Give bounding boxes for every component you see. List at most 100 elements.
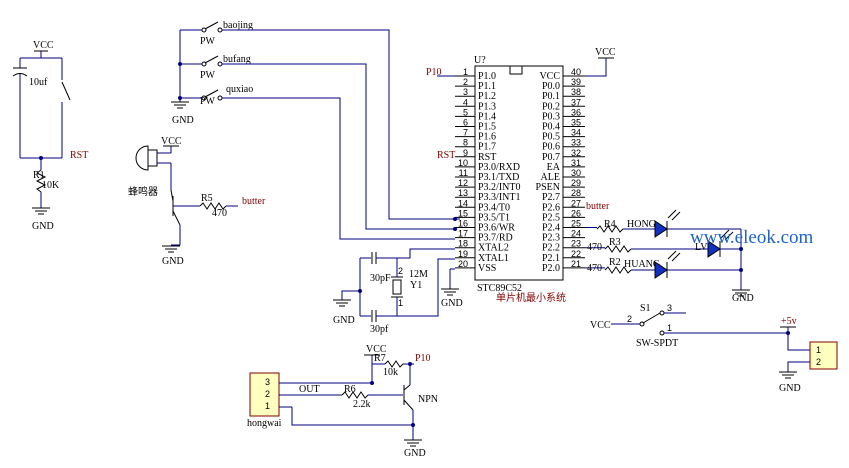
vcc-label: VCC — [161, 136, 182, 147]
switch-contact — [659, 330, 665, 336]
rst-net-label: RST — [70, 150, 88, 161]
mcu-pin-number: 34 — [571, 128, 581, 138]
r2-value: 470 — [587, 263, 602, 274]
led-ray — [667, 250, 677, 260]
r6-label: R6 — [344, 384, 356, 395]
butter-net-label: butter — [242, 196, 266, 207]
mcu-pin-name: P3.7/RD — [478, 233, 513, 244]
cap-top-value: 30pF — [370, 273, 391, 284]
mcu-pin-name: P1.0 — [478, 71, 496, 82]
mcu-pin-number: 29 — [571, 178, 581, 188]
pw-label: PW — [200, 36, 216, 47]
wire-5v — [664, 332, 810, 351]
rst-mcu-label: RST — [437, 150, 455, 161]
r7-label: R7 — [374, 353, 386, 364]
switch-lever — [204, 55, 219, 64]
transistor-emitter — [403, 399, 414, 411]
mcu-pin-number: 37 — [571, 97, 581, 107]
ir-connector-pin: 3 — [265, 377, 270, 387]
switch-contact — [201, 95, 207, 101]
mcu-pin-name: P2.7 — [542, 192, 560, 203]
power-connector-pin: 1 — [816, 345, 821, 355]
switch-contact — [639, 321, 645, 327]
mcu-pin-number: 33 — [571, 138, 581, 148]
mcu-pin-name: P2.2 — [542, 243, 560, 254]
junction — [178, 96, 182, 100]
junction — [178, 62, 182, 66]
mcu-pin-number: 21 — [571, 259, 581, 269]
r1-value: 10K — [42, 180, 60, 191]
hong-label: HONG — [627, 219, 656, 230]
mcu-pin-name: P2.6 — [542, 202, 560, 213]
buzzer-label: 蜂鸣器 — [128, 185, 158, 198]
hongwai-label: hongwai — [247, 418, 282, 429]
sw-spdt-label: SW-SPDT — [636, 338, 678, 349]
mcu-pin-number: 27 — [571, 198, 581, 208]
r5-resistor — [199, 202, 227, 210]
wire-gnd — [787, 361, 810, 372]
watermark-text: www.eleok.com — [690, 227, 814, 248]
mcu-pin-name: P0.1 — [542, 91, 560, 102]
mcu-pin-number: 11 — [459, 168, 468, 178]
mcu-pin-number: 14 — [458, 198, 468, 208]
ir-connector — [249, 372, 280, 417]
mcu-pin-name: P0.3 — [542, 111, 560, 122]
mcu-pin-name: P3.6/WR — [478, 223, 515, 234]
cap-bot-value: 30pf — [370, 324, 389, 335]
switch-contact — [217, 27, 223, 33]
buzzer-body — [147, 149, 158, 167]
mcu-pin-number: 12 — [458, 178, 468, 188]
quxiao-label: quxiao — [226, 84, 253, 95]
mcu-pin-name: EA — [547, 162, 561, 173]
mcu-pin-number: 39 — [571, 77, 581, 87]
led-ray — [671, 211, 681, 221]
mcu-notch — [509, 65, 523, 75]
mcu-pin-name: P3.5/T1 — [478, 212, 510, 223]
mcu-pin-number: 13 — [458, 188, 468, 198]
mcu-pin-number: 30 — [571, 168, 581, 178]
r7-resistor — [384, 360, 404, 368]
mcu-pin-number: 8 — [463, 138, 468, 148]
power-connector-pin: 2 — [816, 357, 821, 367]
s1-label: S1 — [640, 303, 651, 314]
mcu-pin-number: 20 — [458, 259, 468, 269]
p10-net-label: P10 — [426, 67, 442, 78]
wire-xtal2 — [395, 248, 455, 259]
mcu-pin-name: P0.7 — [542, 152, 560, 163]
lv-label: LV — [695, 242, 708, 253]
wire-xtal1 — [395, 258, 455, 317]
r5-label: R5 — [201, 193, 213, 204]
junction — [370, 381, 374, 385]
wire-quxiao — [222, 97, 455, 240]
gnd-label: GND — [732, 293, 754, 304]
r2-resistor — [604, 266, 632, 274]
r1-label: R1 — [33, 170, 45, 181]
led-huang — [654, 261, 668, 279]
mcu-pin-name: P0.5 — [542, 132, 560, 143]
capacitor-value: 10uf — [29, 77, 48, 88]
switch-contact — [217, 95, 223, 101]
baojing-label: baojing — [223, 20, 253, 31]
mcu-pin-name: P3.1/TXD — [478, 172, 519, 183]
junction — [453, 217, 457, 221]
npn-label: NPN — [418, 394, 438, 405]
mcu-pin-number: 5 — [463, 107, 468, 117]
plus5v-label: +5v — [781, 316, 797, 327]
r3-resistor — [604, 245, 632, 253]
switch-contact — [201, 61, 207, 67]
switch-contact — [201, 27, 207, 33]
crystal-body — [392, 279, 402, 295]
mcu-pin-number: 7 — [463, 128, 468, 138]
mcu-pin-number: 23 — [571, 239, 581, 249]
mcu-pin-name: VSS — [478, 263, 496, 274]
mcu-pin-number: 35 — [571, 118, 581, 128]
mcu-pin-name: ALE — [541, 172, 560, 183]
mcu-pin-number: 2 — [463, 77, 468, 87]
led-hong — [654, 220, 668, 238]
wire-bufang — [222, 63, 455, 230]
mcu-pin-name: P1.6 — [478, 132, 496, 143]
mcu-pin-name: P3.2/INT0 — [478, 182, 521, 193]
